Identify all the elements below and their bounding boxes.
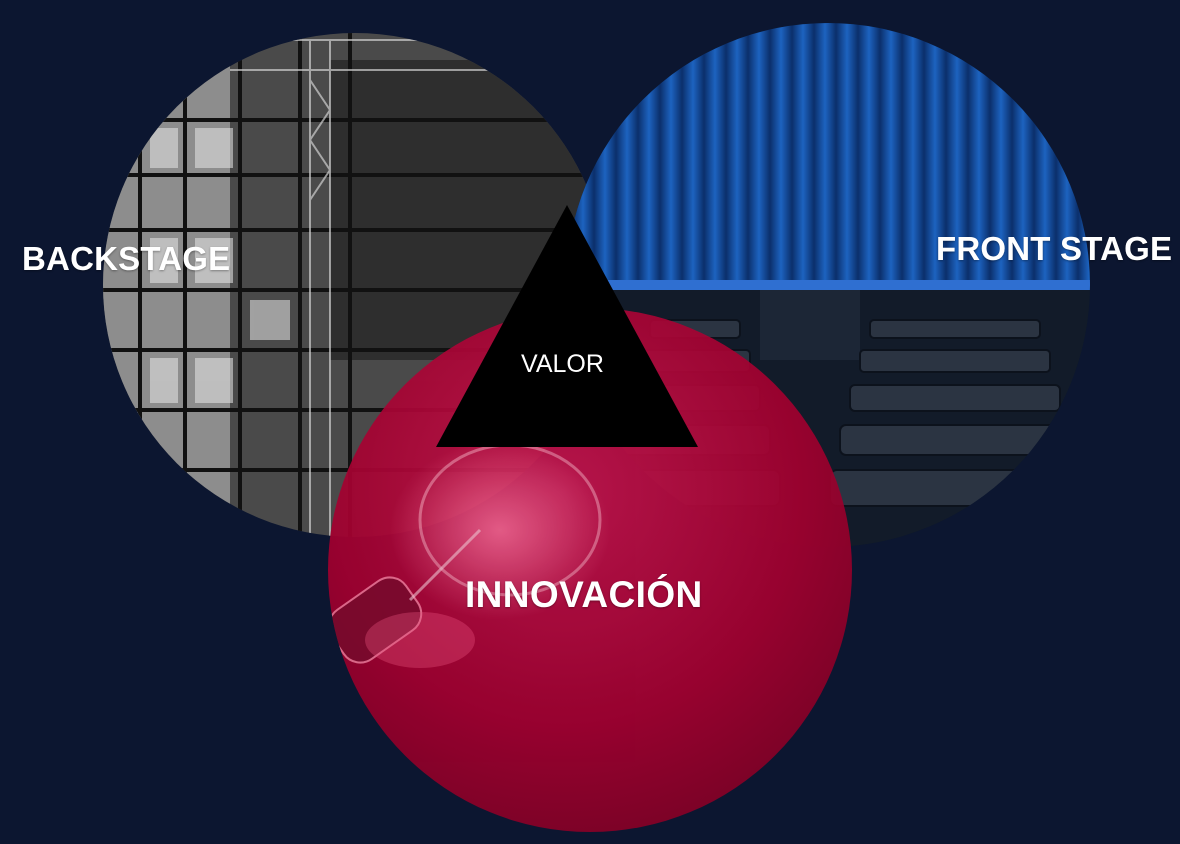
lightbulb-photo-icon	[328, 440, 610, 668]
backstage-label: BACKSTAGE	[22, 240, 231, 277]
scaffolding-photo-icon	[103, 33, 600, 537]
value-triangle-icon	[436, 205, 698, 447]
backstage-circle	[103, 33, 607, 537]
value-label: VALOR	[521, 350, 604, 378]
front-stage-label: FRONT STAGE	[936, 230, 1173, 267]
innovation-label: INNOVACIÓN	[465, 574, 703, 615]
